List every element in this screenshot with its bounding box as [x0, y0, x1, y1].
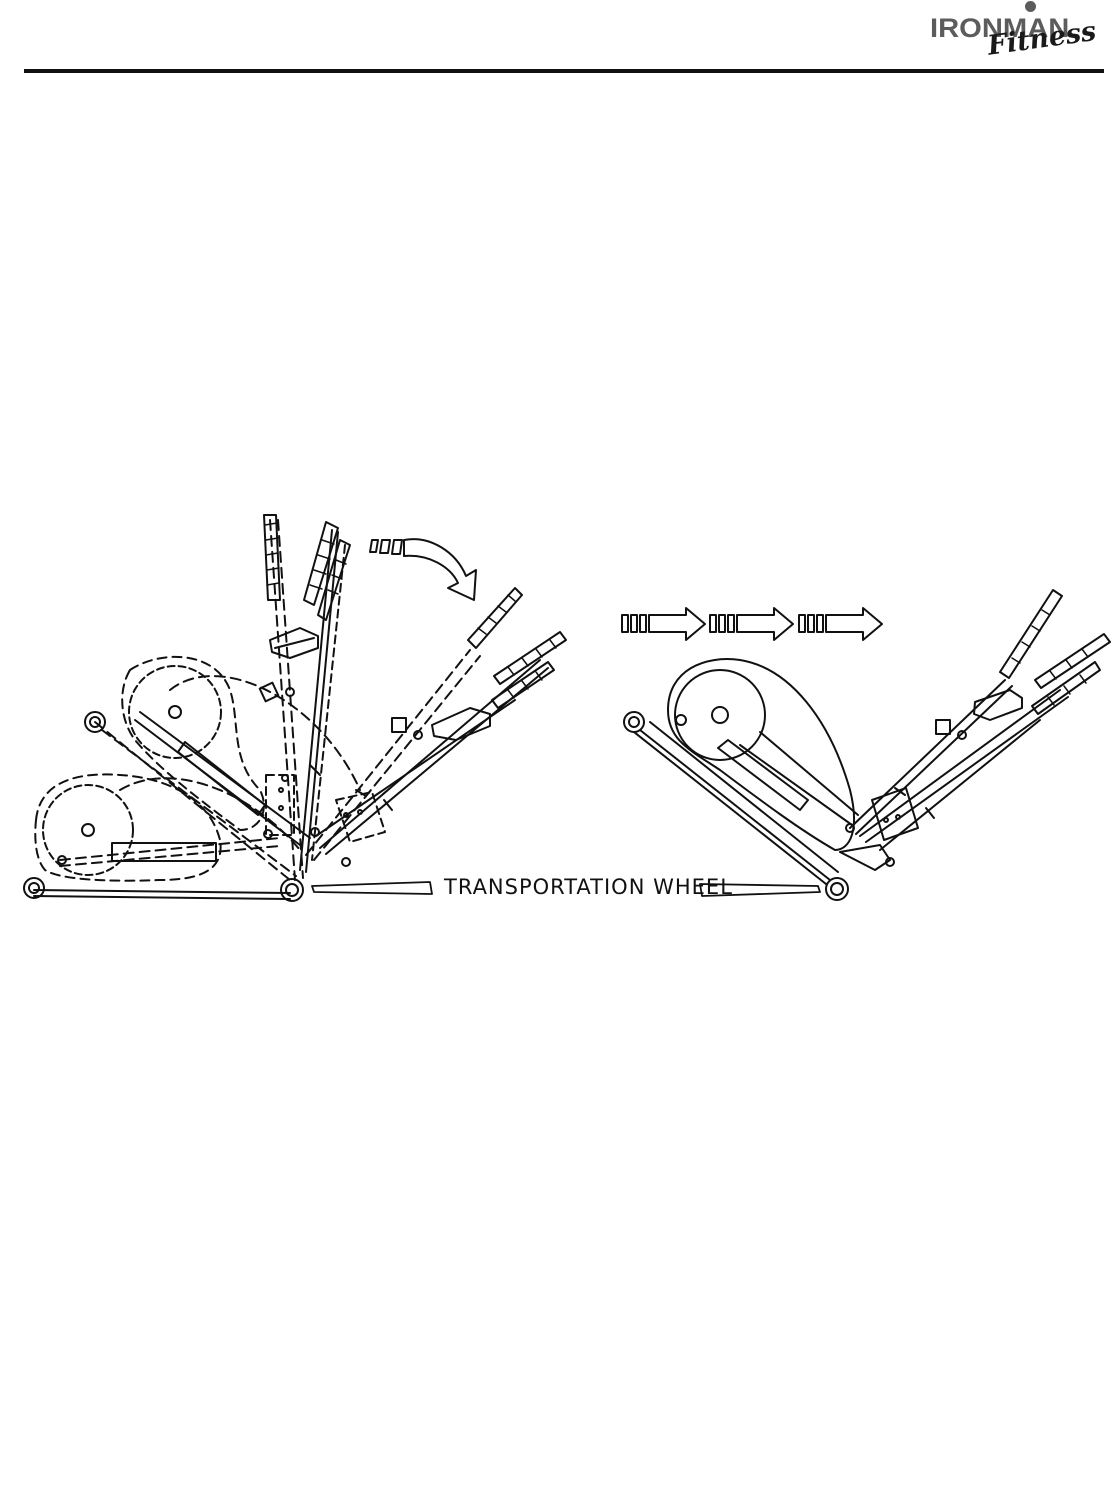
move-arrow-icon [622, 608, 882, 640]
rotate-arrow-icon [370, 539, 476, 600]
left-machine-sequence [24, 515, 566, 901]
transportation-wheel-label: TRANSPORTATION WHEEL [444, 877, 733, 898]
